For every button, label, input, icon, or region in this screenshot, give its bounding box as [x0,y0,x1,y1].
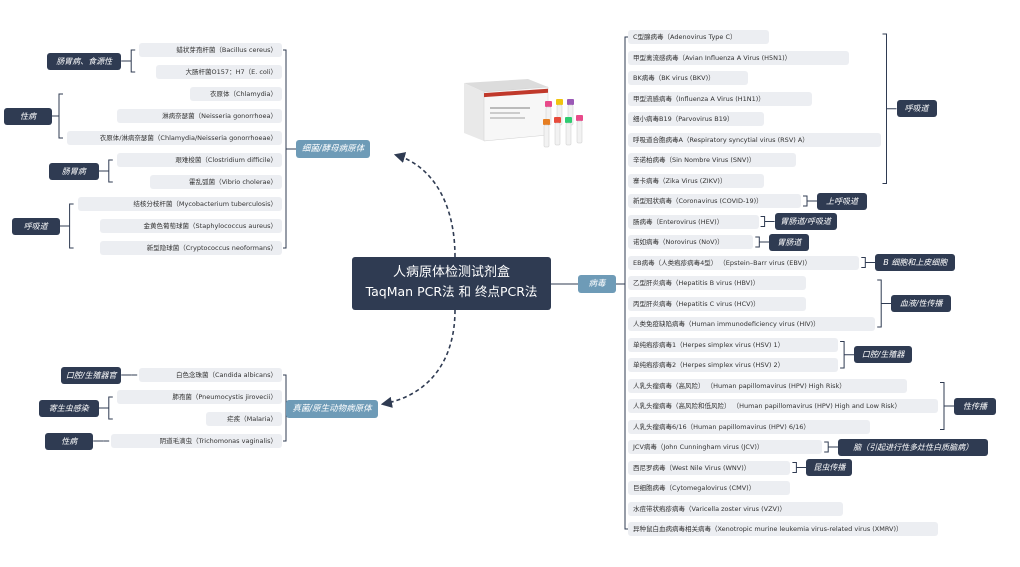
left-item: 衣原体（Chlamydia） [189,87,282,101]
virus-tag-0: 呼吸道 [896,100,937,118]
tag-bracket [755,236,760,248]
virus-item: 辛诺柏病毒（Sin Nombre Virus (SNV)） [628,153,796,167]
category-fungi-protozoa: 真菌/原生动物病原体 [286,400,378,418]
product-kit-image [464,79,583,148]
virus-item: 诺如病毒（Norovirus (NoV)） [628,235,754,249]
tag-0-3: 呼吸道 [11,217,60,235]
left-item: 艰难梭菌（Clostridium difficile） [116,153,282,167]
virus-item: 细小病毒B19（Parvovirus B19） [628,112,764,126]
left-item: 阴道毛滴虫（Trichomonas vaginalis） [111,434,282,448]
left-item: 蜡状芽孢杆菌（Bacillus cereus） [139,43,282,57]
tag-bracket [840,341,845,369]
left-item: 肺孢菌（Pneumocystis jirovecii） [116,390,282,404]
virus-item: 肠病毒（Enterovirus (HEV)） [628,214,759,229]
virus-item: EB病毒（人类疱疹病毒4型） （Epstein–Barr virus (EBV)… [628,255,860,270]
tag-0-1: 性病 [4,107,52,125]
root-title-line2: TaqMan PCR法 和 终点PCR法 [365,284,538,299]
virus-item: 甲型禽流感病毒（Avian Influenza A Virus (H5N1)） [628,50,849,65]
tag-1-1: 寄生虫感染 [38,399,99,417]
left-item: 结核分枝杆菌（Mycobacterium tuberculosis） [77,197,282,211]
virus-item: 西尼罗病毒（West Nile Virus (WNV)） [628,460,791,475]
virus-item: 乙型肝炎病毒（Hepatitis B virus (HBV)） [628,276,807,290]
root-title-line1: 人病原体检测试剂盒 [392,265,510,280]
left-item: 衣原体/淋病奈瑟菌（Chlamydia/Neisseria gonorrhoea… [67,131,282,145]
left-item: 大肠杆菌O157：H7（E. coli） [156,65,282,79]
virus-tag-4: B 细胞和上皮细胞 [875,254,956,271]
left-item: 淋病奈瑟菌（Neisseria gonorrhoea） [116,109,282,123]
category-bacteria-yeast: 细菌/酵母病原体 [296,140,370,158]
virus-tag-3: 胃肠道 [769,233,810,251]
virus-item: 呼吸道合胞病毒A（Respiratory syncytial virus (RS… [628,132,881,147]
subgroup-bracket [130,49,136,73]
tag-0-0: 肠胃病、食源性 [47,52,122,70]
dashed-arrow-to-fungi [380,309,456,408]
dashed-arrow-to-bacteria [393,152,456,258]
virus-item: 新型冠状病毒（Coronavirus (COVID-19)） [628,194,801,208]
virus-item: 丙型肝炎病毒（Hepatitis C virus (HCV)） [628,296,807,311]
virus-item: 水痘带状疱疹病毒（Varicella zoster virus (VZV)） [628,501,844,516]
virus-item: 异种鼠白血病病毒相关病毒（Xenotropic murine leukemia … [628,522,938,536]
tag-bracket [803,195,808,207]
tag-bracket [877,279,882,328]
tag-bracket [824,441,829,453]
tag-bracket [792,462,797,473]
tag-bracket [861,257,866,268]
virus-item: 人乳头瘤病毒（高风险和低风险） （Human papillomavirus (H… [628,399,938,413]
virus-tag-7: 性传播 [954,397,996,415]
tag-1-0: 口腔/生殖器官 [61,366,122,384]
category-virus: 病毒 [578,275,616,293]
subgroup-bracket [108,159,113,183]
virus-tag-2: 胃肠道/呼吸道 [774,213,837,230]
virus-item: BK病毒（BK virus (BKV)） [628,71,748,85]
tag-bracket [940,382,945,430]
virus-tag-9: 昆虫传播 [806,459,853,476]
virus-item: C型腺病毒（Adenovirus Type C） [628,30,770,44]
left-item: 新型隐球菌（Cryptococcus neoformans） [100,241,282,255]
left-item: 疟疾（Malaria） [206,412,282,426]
tag-bracket [760,216,766,227]
virus-item: 人类免疫缺陷病毒（Human immunodeficiency virus (H… [628,317,876,331]
tag-0-2: 肠胃病 [48,162,99,180]
virus-tag-8: 脑（引起进行性多灶性白质脑病） [838,438,989,456]
virus-item: JCV病毒（John Cunningham virus (JCV)） [628,440,823,454]
virus-item: 寨卡病毒（Zika Virus (ZIKV)） [628,173,764,188]
left-item: 白色念珠菌（Candida albicans） [139,368,282,382]
subgroup-bracket [58,93,63,139]
root-node: 人病原体检测试剂盒 TaqMan PCR法 和 终点PCR法 [352,257,551,310]
virus-item: 人乳头瘤病毒（高风险） （Human papillomavirus (HPV) … [628,378,907,393]
tag-bracket [882,33,887,184]
virus-tag-5: 血液/性传播 [891,295,952,312]
virus-item: 甲型流感病毒（Influenza A Virus (H1N1)） [628,91,812,106]
subgroup-bracket [108,396,113,420]
virus-tag-6: 口腔/生殖器 [854,346,913,364]
virus-item: 单纯疱疹病毒2（Herpes simplex virus (HSV) 2） [628,358,839,372]
virus-item: 单纯疱疹病毒1（Herpes simplex virus (HSV) 1） [628,337,839,352]
virus-item: 人乳头瘤病毒6/16（Human papillomavirus (HPV) 6/… [628,419,870,434]
virus-item: 巨细胞病毒（Cytomegalovirus (CMV)） [628,481,791,495]
subgroup-bracket [69,203,74,249]
virus-tag-1: 上呼吸道 [817,192,867,210]
left-item: 金黄色葡萄球菌（Staphylococcus aureus） [100,219,282,233]
left-item: 霍乱弧菌（Vibrio cholerae） [150,175,282,189]
category-bracket [283,49,287,249]
tag-1-2: 性病 [45,432,94,450]
